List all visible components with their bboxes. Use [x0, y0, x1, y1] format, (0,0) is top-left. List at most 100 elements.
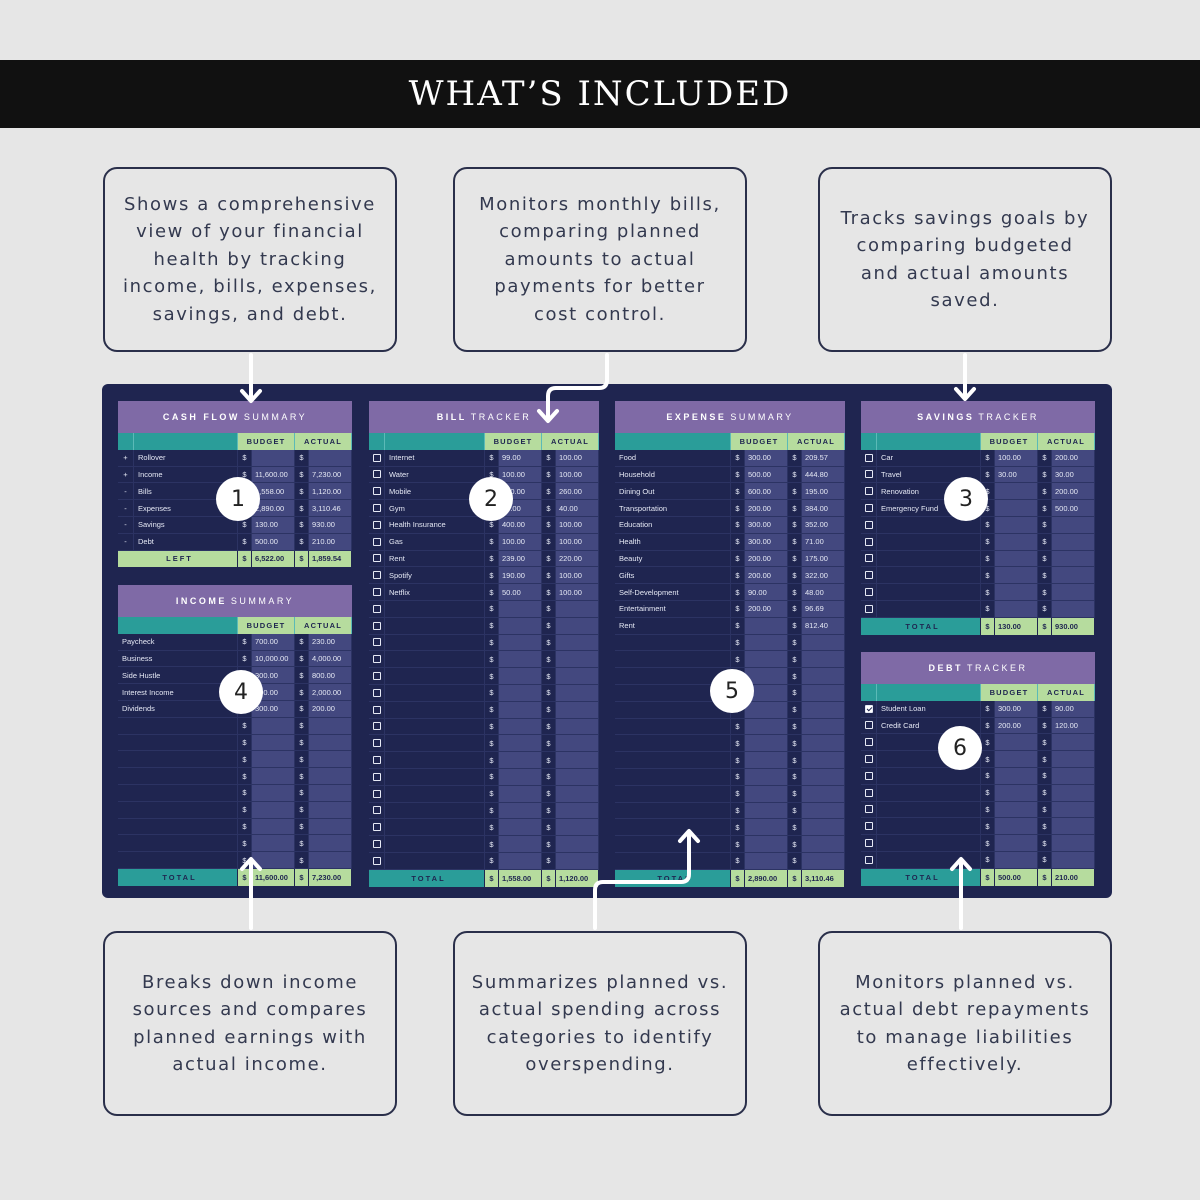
- actual-value[interactable]: [802, 768, 845, 785]
- checkbox-cell[interactable]: [369, 466, 385, 483]
- budget-value[interactable]: [995, 600, 1038, 617]
- budget-value[interactable]: [745, 768, 788, 785]
- checkbox-cell[interactable]: [861, 516, 877, 533]
- row-label[interactable]: Car: [877, 449, 981, 466]
- actual-value[interactable]: [802, 651, 845, 668]
- actual-value[interactable]: 120.00: [1052, 717, 1095, 734]
- actual-value[interactable]: [1052, 516, 1095, 533]
- row-label[interactable]: Health: [615, 533, 731, 550]
- actual-value[interactable]: [802, 735, 845, 752]
- actual-value[interactable]: 100.00: [556, 533, 599, 550]
- checkbox-cell[interactable]: [861, 801, 877, 818]
- row-label[interactable]: [385, 668, 485, 684]
- checkbox-cell[interactable]: [369, 752, 385, 768]
- row-label[interactable]: [877, 533, 981, 550]
- checkbox[interactable]: [864, 504, 873, 513]
- actual-value[interactable]: [802, 785, 845, 802]
- actual-value[interactable]: 7,230.00: [309, 466, 352, 483]
- budget-value[interactable]: [745, 701, 788, 718]
- actual-value[interactable]: [1052, 751, 1095, 767]
- checkbox[interactable]: [864, 604, 873, 613]
- budget-value[interactable]: 200.00: [995, 717, 1038, 734]
- budget-value[interactable]: [745, 836, 788, 852]
- budget-value[interactable]: [745, 852, 788, 869]
- row-label[interactable]: Household: [615, 466, 731, 483]
- row-label[interactable]: [877, 567, 981, 584]
- budget-value[interactable]: 300.00: [745, 533, 788, 550]
- checkbox[interactable]: [372, 756, 381, 765]
- checkbox-cell[interactable]: [369, 617, 385, 634]
- budget-value[interactable]: [499, 785, 542, 802]
- actual-value[interactable]: [1052, 734, 1095, 751]
- checkbox[interactable]: [864, 771, 873, 780]
- checkbox[interactable]: [372, 638, 381, 647]
- actual-value[interactable]: 812.40: [802, 617, 845, 634]
- budget-value[interactable]: 50.00: [499, 584, 542, 600]
- row-label[interactable]: [615, 634, 731, 651]
- row-label[interactable]: [615, 718, 731, 735]
- actual-value[interactable]: [556, 668, 599, 684]
- budget-value[interactable]: [745, 802, 788, 819]
- row-label[interactable]: [118, 801, 238, 818]
- actual-value[interactable]: [802, 836, 845, 852]
- actual-value[interactable]: 90.00: [1052, 700, 1095, 717]
- checkbox[interactable]: [864, 470, 873, 479]
- actual-value[interactable]: [556, 819, 599, 836]
- checkbox-cell[interactable]: [369, 584, 385, 600]
- checkbox-cell[interactable]: [861, 700, 877, 717]
- row-label[interactable]: [118, 768, 238, 784]
- row-label[interactable]: Food: [615, 449, 731, 466]
- budget-value[interactable]: [499, 684, 542, 701]
- actual-value[interactable]: 260.00: [556, 483, 599, 500]
- row-label[interactable]: [615, 785, 731, 802]
- checkbox-cell[interactable]: [369, 651, 385, 668]
- budget-value[interactable]: [745, 735, 788, 752]
- budget-value[interactable]: [499, 634, 542, 651]
- budget-value[interactable]: 30.00: [995, 466, 1038, 483]
- row-label[interactable]: [118, 784, 238, 801]
- row-label[interactable]: [385, 735, 485, 752]
- row-label[interactable]: Business: [118, 650, 238, 667]
- checkbox-cell[interactable]: [369, 449, 385, 466]
- row-label[interactable]: [385, 752, 485, 768]
- checkbox-cell[interactable]: [861, 784, 877, 801]
- row-label[interactable]: Water: [385, 466, 485, 483]
- actual-value[interactable]: 100.00: [556, 466, 599, 483]
- actual-value[interactable]: [309, 768, 352, 784]
- budget-value[interactable]: [995, 483, 1038, 500]
- checkbox[interactable]: [372, 655, 381, 664]
- budget-value[interactable]: 300.00: [252, 700, 295, 717]
- actual-value[interactable]: [1052, 600, 1095, 617]
- actual-value[interactable]: [556, 634, 599, 651]
- row-label[interactable]: Rent: [615, 617, 731, 634]
- checkbox[interactable]: [372, 856, 381, 865]
- actual-value[interactable]: [556, 651, 599, 668]
- actual-value[interactable]: 322.00: [802, 567, 845, 584]
- budget-value[interactable]: 200.00: [745, 550, 788, 567]
- budget-value[interactable]: [995, 550, 1038, 567]
- row-label[interactable]: [615, 802, 731, 819]
- row-label[interactable]: [118, 835, 238, 852]
- actual-value[interactable]: [309, 717, 352, 734]
- budget-value[interactable]: [499, 668, 542, 684]
- row-label[interactable]: [385, 802, 485, 819]
- budget-value[interactable]: 500.00: [252, 533, 295, 550]
- actual-value[interactable]: [309, 784, 352, 801]
- actual-value[interactable]: [1052, 533, 1095, 550]
- row-label[interactable]: [877, 801, 981, 818]
- budget-value[interactable]: 10,000.00: [252, 650, 295, 667]
- actual-value[interactable]: 48.00: [802, 584, 845, 600]
- checkbox-cell[interactable]: [861, 483, 877, 500]
- checkbox-cell[interactable]: [861, 734, 877, 751]
- row-label[interactable]: Paycheck: [118, 633, 238, 650]
- actual-value[interactable]: [309, 449, 352, 466]
- row-label[interactable]: [118, 717, 238, 734]
- row-label[interactable]: [877, 584, 981, 600]
- actual-value[interactable]: [556, 836, 599, 852]
- checkbox[interactable]: [864, 453, 873, 462]
- row-label[interactable]: Internet: [385, 449, 485, 466]
- budget-value[interactable]: [995, 734, 1038, 751]
- budget-value[interactable]: [995, 818, 1038, 835]
- actual-value[interactable]: 96.69: [802, 600, 845, 617]
- budget-value[interactable]: 200.00: [745, 500, 788, 516]
